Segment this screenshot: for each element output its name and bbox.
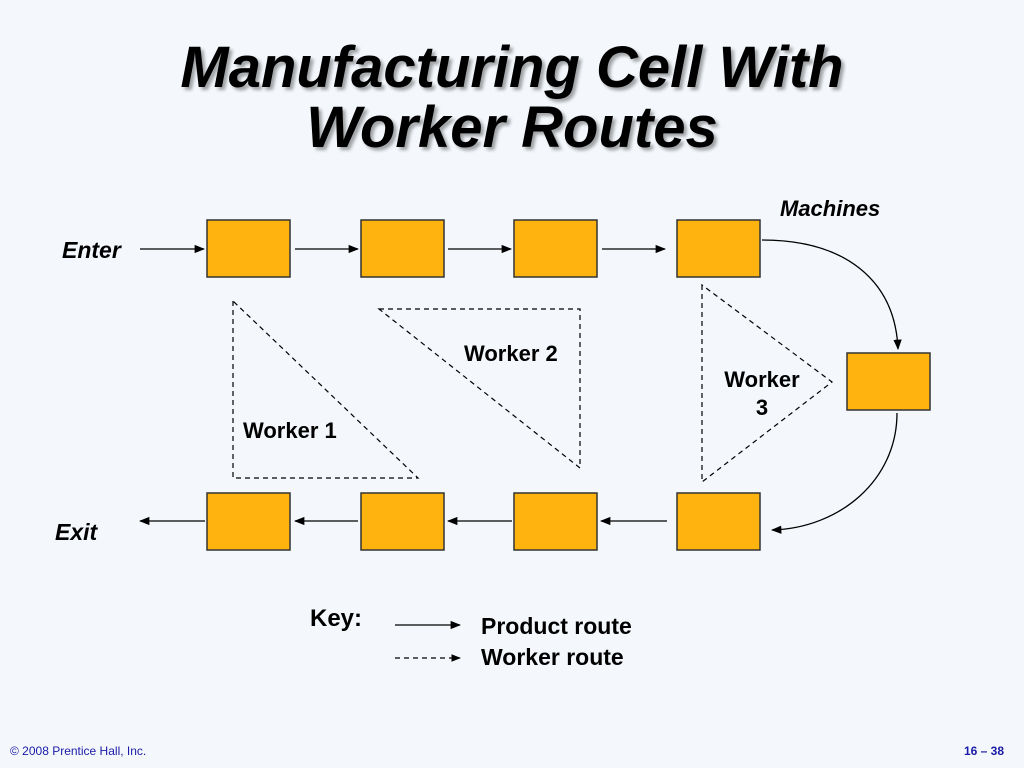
machine-top-4 xyxy=(676,219,761,278)
product-curve-top-right xyxy=(761,239,902,351)
worker-3-label-line-1: Worker xyxy=(724,367,800,392)
page-number: 16 – 38 xyxy=(963,744,1004,758)
machine-bottom-4 xyxy=(676,492,761,551)
worker-2-route xyxy=(377,308,581,470)
machine-bottom-1 xyxy=(206,492,291,551)
worker-1-label: Worker 1 xyxy=(243,418,337,443)
copyright-text: © 2008 Prentice Hall, Inc. xyxy=(10,744,147,758)
product-curve-right-bottom xyxy=(770,412,898,534)
machine-top-1 xyxy=(206,219,291,278)
worker-3-label: Worker 3 xyxy=(712,366,812,422)
exit-label: Exit xyxy=(55,519,98,545)
machines-label: Machines xyxy=(780,196,881,221)
machine-top-2 xyxy=(360,219,445,278)
enter-label: Enter xyxy=(62,237,121,263)
worker-1-route xyxy=(232,299,420,479)
machine-top-3 xyxy=(513,219,598,278)
title-line-2: Worker Routes xyxy=(306,95,718,160)
worker-3-route xyxy=(701,283,833,484)
title-line-1: Manufacturing Cell With xyxy=(180,35,844,100)
worker-3-label-line-2: 3 xyxy=(755,395,769,420)
key-worker-route-label: Worker route xyxy=(481,644,624,670)
worker-2-label: Worker 2 xyxy=(464,341,558,366)
machine-bottom-2 xyxy=(360,492,445,551)
machine-bottom-3 xyxy=(513,492,598,551)
machine-right xyxy=(846,352,931,411)
key-product-route-label: Product route xyxy=(481,613,632,639)
slide-title: Manufacturing Cell With Worker Routes xyxy=(0,38,1024,158)
key-title: Key: xyxy=(310,605,363,632)
